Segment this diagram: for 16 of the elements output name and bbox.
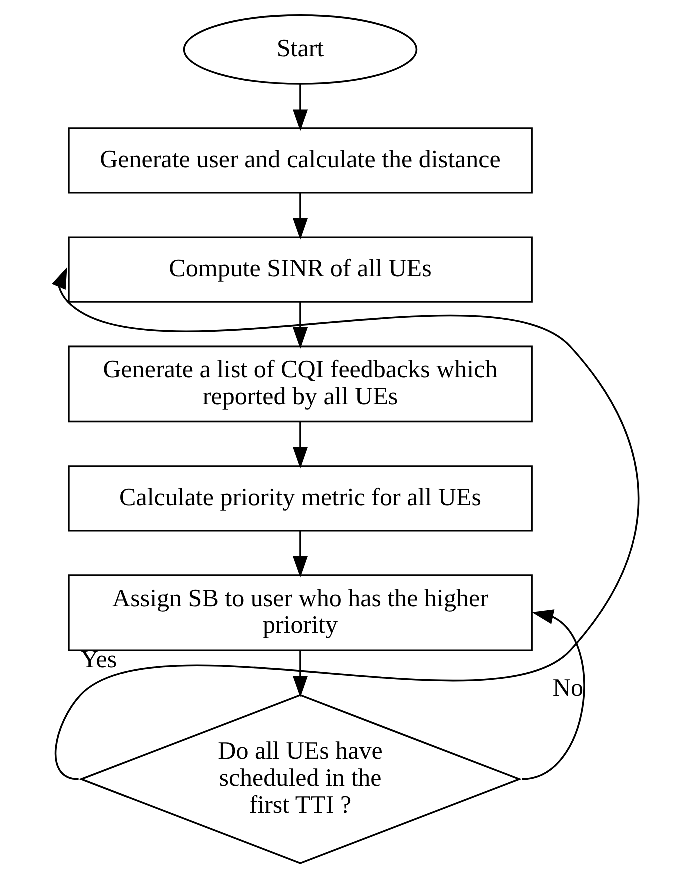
node-box: Generate user and calculate the distance xyxy=(68,128,533,194)
edge-label: No xyxy=(552,675,584,702)
node-box: Compute SINR of all UEs xyxy=(68,236,533,303)
arrow xyxy=(292,302,308,349)
node-box: Assign SB to user who has the higher priority xyxy=(68,574,533,652)
arrow xyxy=(292,651,308,698)
node-box: Generate a list of CQI feedbacks which reported by all UEs xyxy=(68,346,533,423)
node-box: Calculate priority metric for all UEs xyxy=(68,466,533,532)
node-diamond: Do all UEs have scheduled in the first TTI ? xyxy=(78,694,522,864)
arrow xyxy=(292,84,308,132)
arrow xyxy=(52,267,640,780)
arrow xyxy=(292,193,308,240)
arrow xyxy=(522,610,586,780)
arrow xyxy=(292,531,308,578)
node-ellipse: Start xyxy=(183,14,418,85)
arrow xyxy=(292,422,308,469)
